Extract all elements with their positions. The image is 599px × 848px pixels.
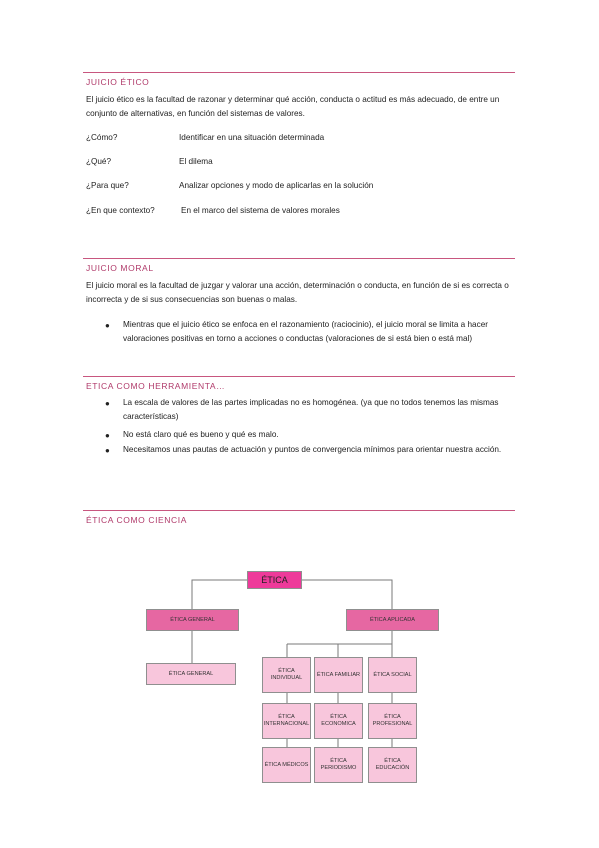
paragraph-juicio-etico: El juicio ético es la facultad de razona… bbox=[86, 95, 500, 118]
heading-juicio-etico: JUICIO ÉTICO bbox=[86, 77, 150, 87]
bullet-juicio-moral: Mientras que el juicio ético se enfoca e… bbox=[123, 320, 488, 343]
diagram-node-medicos: ÉTICA MÉDICOS bbox=[262, 747, 311, 783]
question-para-que: ¿Para que? bbox=[86, 181, 129, 190]
bullet-marker: ● bbox=[105, 399, 110, 408]
bullet-marker: ● bbox=[105, 446, 110, 455]
diagram-node-internacional: ÉTICA INTERNACIONAL bbox=[262, 703, 311, 739]
section-divider bbox=[83, 510, 515, 511]
diagram-node-etica-aplicada: ÉTICA APLICADA bbox=[346, 609, 439, 631]
heading-etica-ciencia: ÉTICA COMO CIENCIA bbox=[86, 515, 188, 525]
answer-que: El dilema bbox=[179, 157, 213, 166]
section-divider bbox=[83, 376, 515, 377]
answer-como: Identificar en una situación determinada bbox=[179, 133, 325, 142]
diagram-node-etica-general: ÉTICA GENERAL bbox=[146, 609, 239, 631]
diagram-node-etica-general-child: ÉTICA GENERAL bbox=[146, 663, 236, 685]
section-divider bbox=[83, 72, 515, 73]
diagram-node-etica: ÉTICA bbox=[247, 571, 302, 589]
answer-para-que: Analizar opciones y modo de aplicarlas e… bbox=[179, 181, 374, 190]
diagram-node-individual: ÉTICA INDIVIDUAL bbox=[262, 657, 311, 693]
question-contexto: ¿En que contexto? bbox=[86, 206, 155, 215]
diagram-node-familiar: ÉTICA FAMILIAR bbox=[314, 657, 363, 693]
question-como: ¿Cómo? bbox=[86, 133, 118, 142]
diagram-node-social: ÉTICA SOCIAL bbox=[368, 657, 417, 693]
heading-etica-herramienta: ETICA COMO HERRAMIENTA… bbox=[86, 381, 226, 391]
diagram-node-periodismo: ÉTICA PERIODISMO bbox=[314, 747, 363, 783]
bullet-marker: ● bbox=[105, 431, 110, 440]
answer-contexto: En el marco del sistema de valores moral… bbox=[181, 206, 340, 215]
heading-juicio-moral: JUICIO MORAL bbox=[86, 263, 154, 273]
paragraph-juicio-moral: El juicio moral es la facultad de juzgar… bbox=[86, 281, 509, 304]
question-que: ¿Qué? bbox=[86, 157, 112, 166]
diagram-node-economica: ÉTICA ECONOMICA bbox=[314, 703, 363, 739]
bullet-marker: ● bbox=[105, 321, 110, 330]
bullet-herramienta-3: Necesitamos unas pautas de actuación y p… bbox=[123, 445, 502, 454]
section-divider bbox=[83, 258, 515, 259]
diagram-node-profesional: ÉTICA PROFESIONAL bbox=[368, 703, 417, 739]
diagram-node-educacion: ÉTICA EDUCACIÓN bbox=[368, 747, 417, 783]
bullet-herramienta-2: No está claro qué es bueno y qué es malo… bbox=[123, 430, 279, 439]
bullet-herramienta-1: La escala de valores de las partes impli… bbox=[123, 398, 499, 421]
